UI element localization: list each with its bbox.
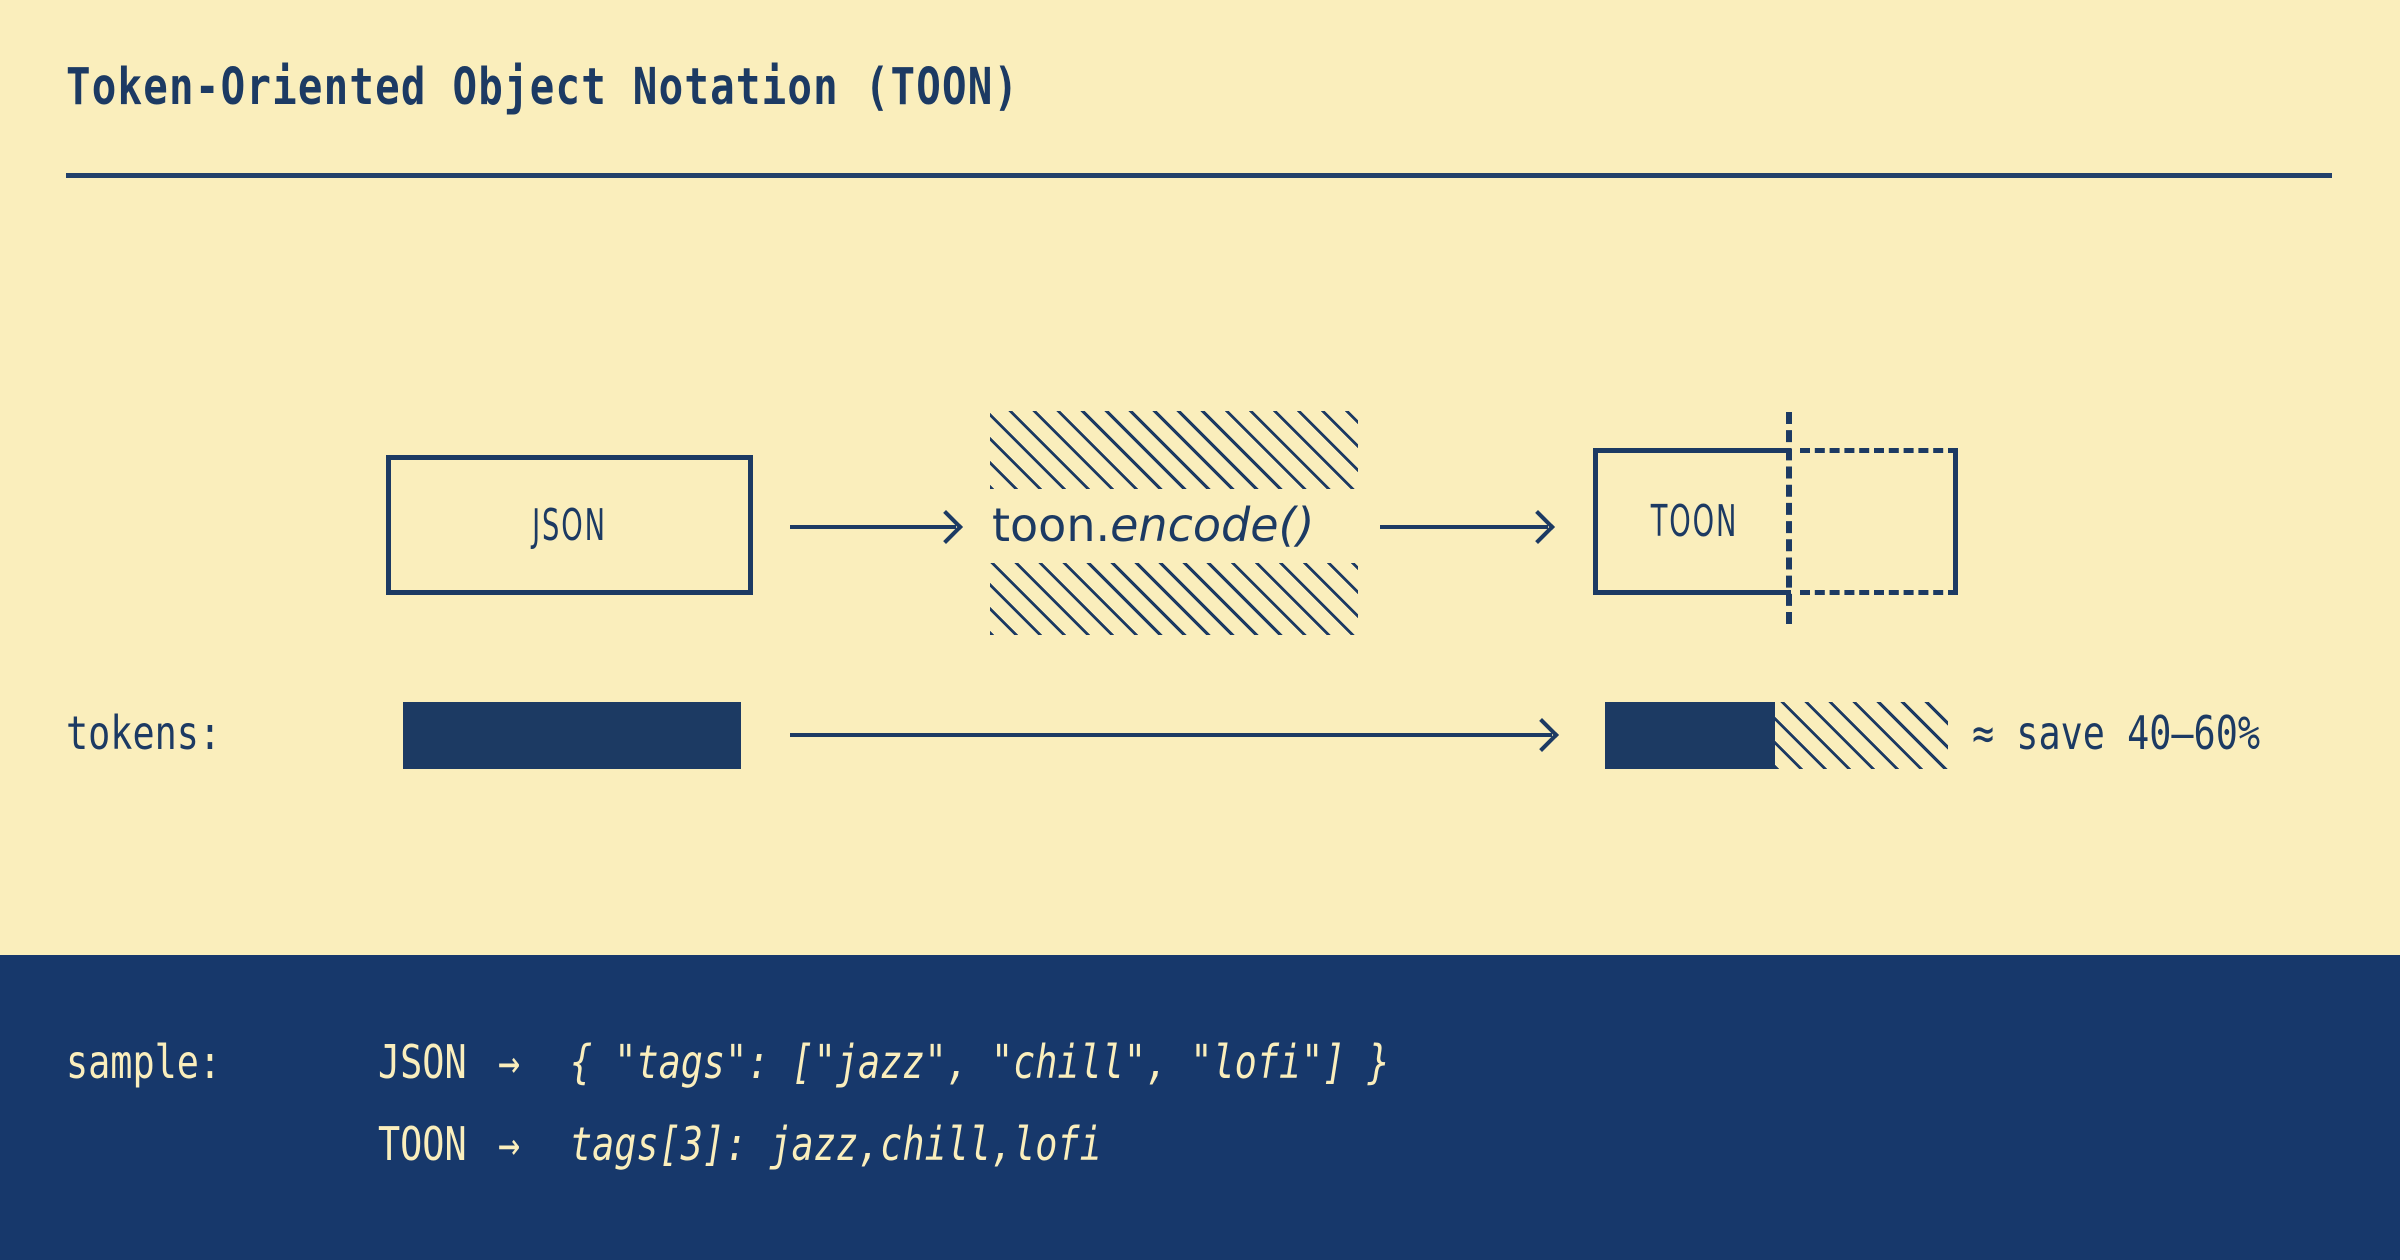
- sample-arrow-icon: →: [498, 1117, 521, 1171]
- title-divider: [66, 173, 2332, 178]
- hatch-band-bottom: [990, 563, 1358, 635]
- sample-label: sample:: [66, 1035, 222, 1089]
- toon-token-bar-used: [1605, 702, 1775, 769]
- sample-code-toon: tags[3]: jazz,chill,lofi: [570, 1117, 1102, 1171]
- sample-format-label: TOON: [378, 1117, 467, 1171]
- toon-box-divider: [1786, 412, 1792, 624]
- savings-note: ≈ save 40–60%: [1972, 706, 2261, 760]
- encode-prefix: toon.: [992, 498, 1111, 552]
- sample-arrow-icon: →: [498, 1035, 521, 1089]
- hatch-band-top: [990, 411, 1358, 489]
- json-box-label: JSON: [532, 499, 607, 551]
- toon-box-label: TOON: [1650, 496, 1739, 547]
- json-box: JSON: [386, 455, 753, 595]
- sample-panel: [0, 955, 2400, 1260]
- arrow-token-reduction: [790, 733, 1552, 737]
- toon-token-bar-saved: [1775, 702, 1948, 769]
- json-token-bar: [403, 702, 741, 769]
- sample-row: JSON → { "tags": ["jazz", "chill", "lofi"]…: [378, 1035, 1390, 1089]
- encode-call-label: toon.encode(): [992, 498, 1314, 552]
- toon-box: TOON: [1593, 448, 1791, 595]
- tokens-label: tokens:: [66, 706, 222, 760]
- arrow-encode-to-toon: [1380, 525, 1548, 529]
- sample-format-label: JSON: [378, 1035, 467, 1089]
- encode-suffix: encode(): [1110, 498, 1315, 552]
- page-title: Token-Oriented Object Notation (TOON): [66, 58, 1020, 117]
- sample-code-json: { "tags": ["jazz", "chill", "lofi"] }: [570, 1035, 1390, 1089]
- toon-box-saved-region: [1800, 448, 1958, 595]
- sample-row: TOON → tags[3]: jazz,chill,lofi: [378, 1117, 1102, 1171]
- arrow-json-to-encode: [790, 525, 956, 529]
